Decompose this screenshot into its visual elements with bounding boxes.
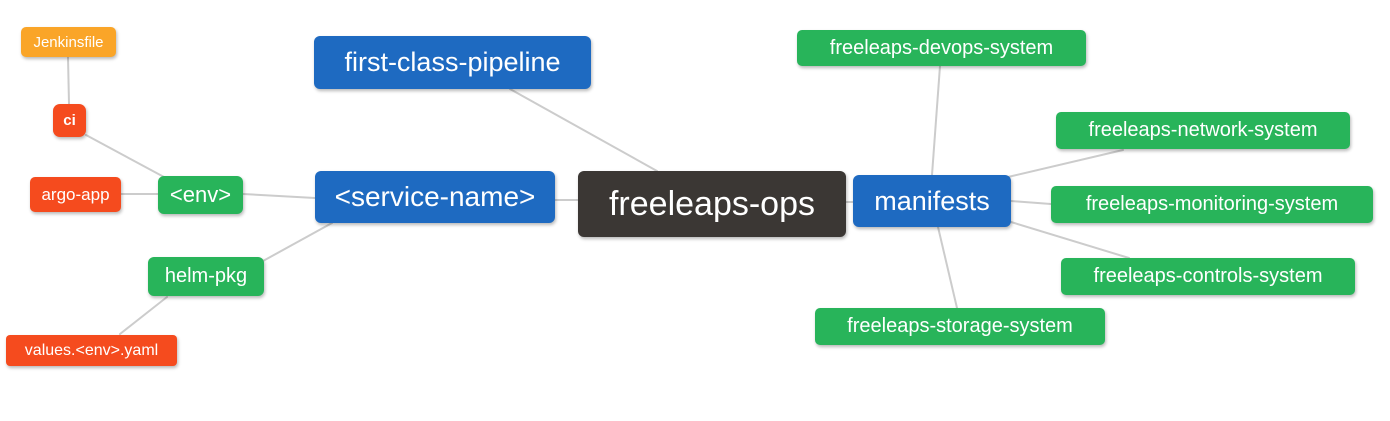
node-freeleaps-controls-system[interactable]: freeleaps-controls-system	[1061, 258, 1355, 295]
edge-manifests-devops	[931, 65, 941, 176]
node-root-freeleaps-ops[interactable]: freeleaps-ops	[578, 171, 846, 237]
node-first-class-pipeline[interactable]: first-class-pipeline	[314, 36, 591, 89]
node-env[interactable]: <env>	[158, 176, 243, 214]
node-service-name[interactable]: <service-name>	[315, 171, 555, 223]
node-helm-pkg[interactable]: helm-pkg	[148, 257, 264, 296]
node-ci[interactable]: ci	[53, 104, 86, 137]
edge-manifests-network	[1007, 149, 1124, 178]
node-freeleaps-devops-system[interactable]: freeleaps-devops-system	[797, 30, 1086, 66]
node-freeleaps-storage-system[interactable]: freeleaps-storage-system	[815, 308, 1105, 345]
edge-manifests-storage	[937, 226, 958, 309]
node-jenkinsfile[interactable]: Jenkinsfile	[21, 27, 116, 57]
edge-helm-service	[262, 222, 333, 262]
edge-env-service	[242, 193, 316, 199]
edge-pipeline-root	[509, 88, 658, 172]
node-freeleaps-network-system[interactable]: freeleaps-network-system	[1056, 112, 1350, 149]
edge-manifests-monitoring	[1010, 200, 1052, 205]
node-manifests[interactable]: manifests	[853, 175, 1011, 227]
edge-ci-env	[85, 134, 165, 178]
node-values-env-yaml[interactable]: values.<env>.yaml	[6, 335, 177, 366]
edge-manifests-controls	[1010, 221, 1130, 259]
edge-jenkinsfile-ci	[67, 56, 70, 105]
node-argo-app[interactable]: argo-app	[30, 177, 121, 212]
edge-values-helm	[119, 296, 168, 335]
node-freeleaps-monitoring-system[interactable]: freeleaps-monitoring-system	[1051, 186, 1373, 223]
